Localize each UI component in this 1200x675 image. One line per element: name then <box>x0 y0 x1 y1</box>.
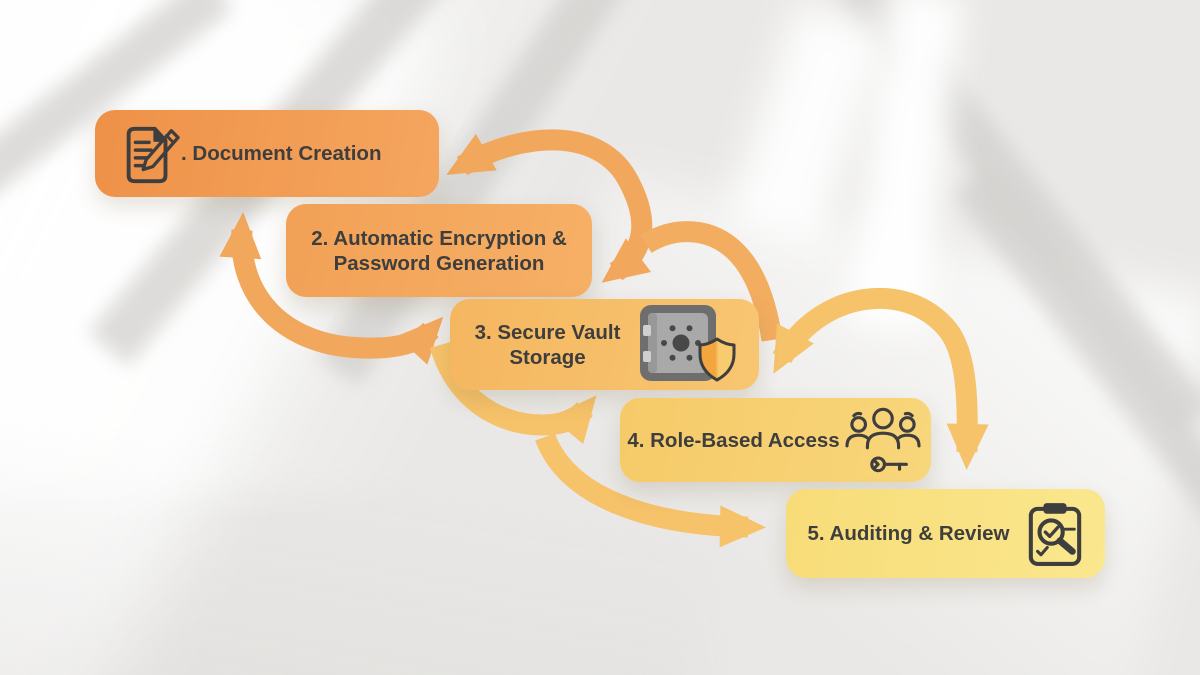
users-key-icon <box>845 407 921 473</box>
vault-shield-icon <box>640 304 736 381</box>
step-box-secure-vault-storage[interactable]: 3. Secure Vault Storage <box>450 299 759 390</box>
step-label: 4. Role-Based Access <box>627 428 840 452</box>
step-label: 3. Secure Vault Storage <box>474 320 621 369</box>
arrow-swirl-step2-to-step1 <box>446 129 653 283</box>
step-box-role-based-access[interactable]: 4. Role-Based Access <box>620 398 931 482</box>
step-label: 5. Auditing & Review <box>807 522 1010 545</box>
step-box-automatic-encryption[interactable]: 2. Automatic Encryption & Password Gener… <box>286 204 592 297</box>
arrow-to-step5-left <box>535 432 766 548</box>
step-label: 2. Automatic Encryption & Password Gener… <box>311 226 567 275</box>
clipboard-magnifier-icon <box>1028 502 1081 566</box>
step-label: . Document Creation <box>181 142 382 165</box>
document-pencil-icon <box>126 126 180 183</box>
arrow-swirl-under-step2 <box>219 212 444 365</box>
arrow-swirl-step3-to-step5 <box>772 287 989 470</box>
step-box-auditing-review[interactable]: 5. Auditing & Review <box>786 489 1105 578</box>
step-box-document-creation[interactable]: . Document Creation <box>95 110 439 197</box>
arrow-ribbon-step2-right <box>640 221 783 342</box>
